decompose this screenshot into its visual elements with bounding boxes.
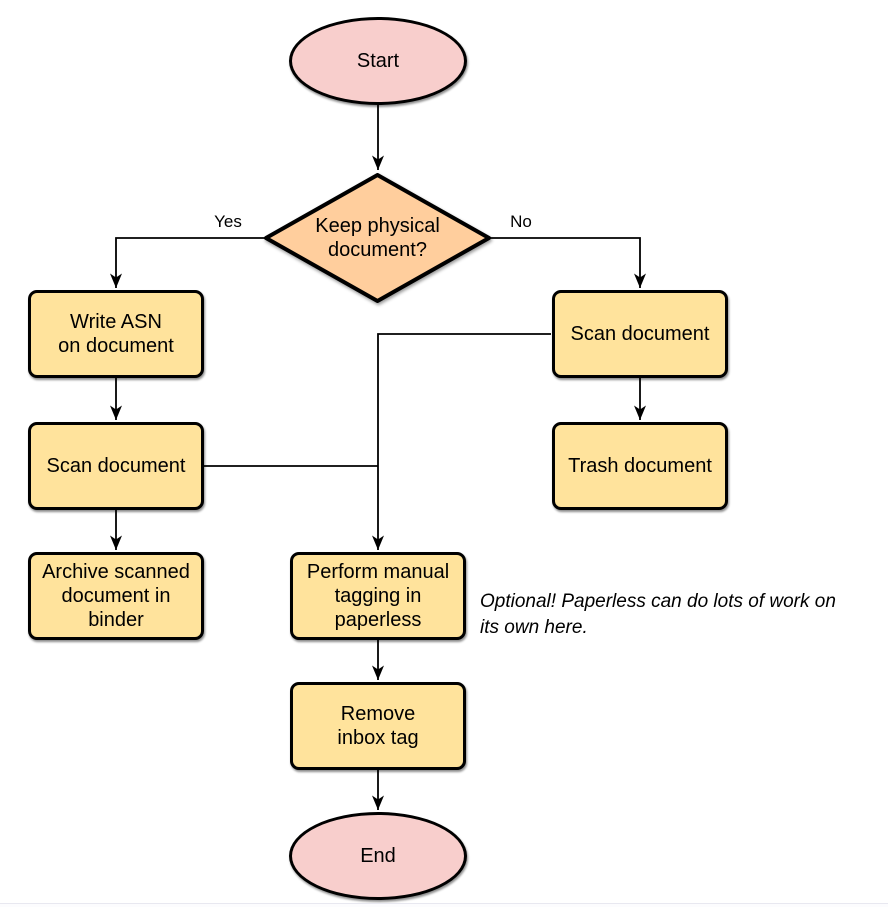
annotation-optional-paperless: Optional! Paperless can do lots of work … <box>480 591 836 639</box>
node-archive-scanned-document: Archive scanned document in binder <box>28 552 204 640</box>
node-scan-left-label: Scan document <box>46 455 186 477</box>
node-perform-manual-tagging: Perform manual tagging in paperless <box>290 552 466 640</box>
node-scan-document-left: Scan document <box>28 422 204 510</box>
node-archive-label: Archive scanned document in binder <box>42 561 190 631</box>
node-end: End <box>289 812 467 900</box>
edge-decision-no-to-scan-right <box>490 237 646 288</box>
edge-decision-yes-to-write-asn <box>110 237 265 288</box>
node-tagging-label: Perform manual tagging in paperless <box>306 561 450 631</box>
node-decision-label: Keep physical document? <box>315 215 440 261</box>
node-trash-label: Trash document <box>568 455 712 477</box>
node-end-label: End <box>360 845 396 867</box>
node-start: Start <box>289 17 467 105</box>
node-start-label: Start <box>356 50 400 72</box>
edge-scan-right-to-tagging <box>372 333 551 550</box>
node-remove-inbox-tag: Remove inbox tag <box>290 682 466 770</box>
node-remove-inbox-label: Remove inbox tag <box>337 703 419 749</box>
node-write-asn-on-document: Write ASN on document <box>28 290 204 378</box>
node-scan-right-label: Scan document <box>570 323 710 345</box>
diamond-shape <box>264 173 491 303</box>
node-scan-document-right: Scan document <box>552 290 728 378</box>
node-trash-document: Trash document <box>552 422 728 510</box>
edge-label-yes: Yes <box>214 212 242 231</box>
edge-label-no: No <box>510 212 532 231</box>
page-bottom-divider <box>0 903 888 907</box>
node-write-asn-label: Write ASN on document <box>58 311 174 357</box>
node-decision-keep-physical-document: Keep physical document? <box>263 172 492 304</box>
